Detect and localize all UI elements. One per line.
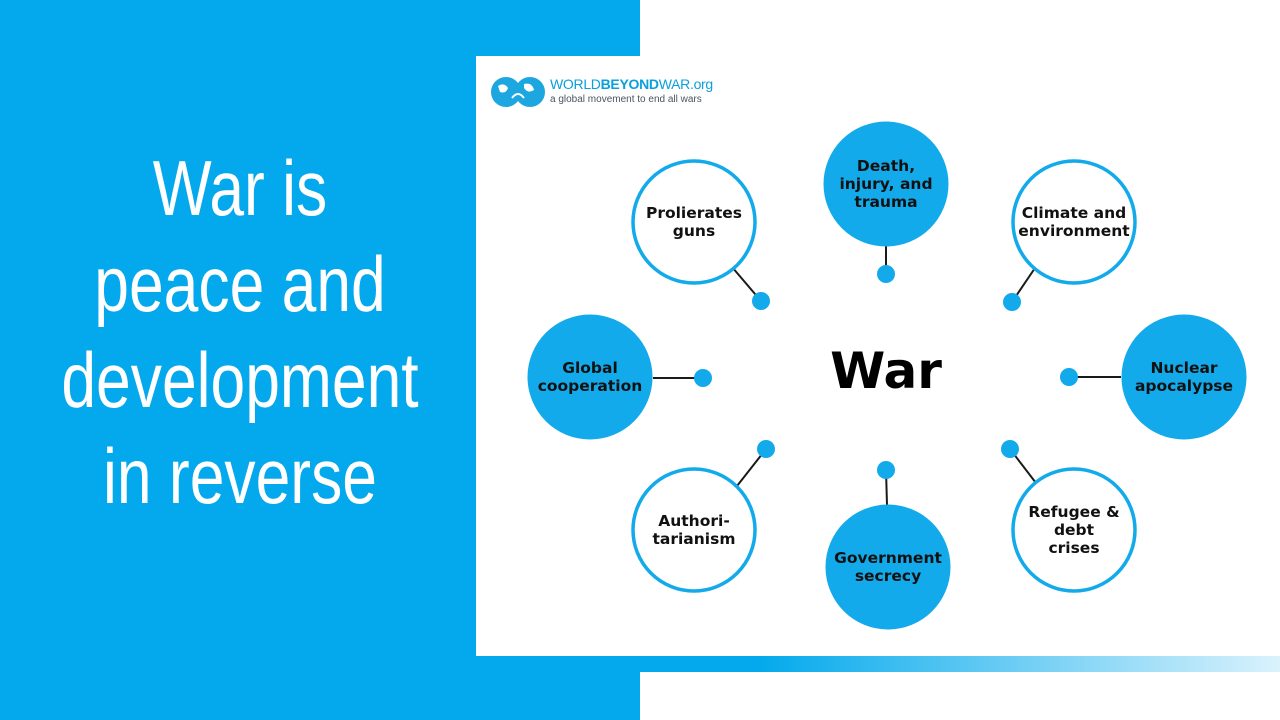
headline-line: development bbox=[61, 336, 419, 424]
node-label: tarianism bbox=[652, 530, 735, 548]
node-label: secrecy bbox=[855, 567, 921, 585]
node-circle bbox=[1011, 159, 1137, 285]
node-label: Prolierates bbox=[646, 204, 742, 222]
world-beyond-war-logo: WORLDBEYONDWAR.org a global movement to … bbox=[490, 70, 720, 114]
node-circle bbox=[527, 314, 653, 440]
node-label: Global bbox=[562, 359, 618, 377]
globe-hands-icon bbox=[491, 77, 545, 107]
node-label: crises bbox=[1048, 539, 1099, 557]
node-label: cooperation bbox=[538, 377, 643, 395]
node-label: Nuclear bbox=[1150, 359, 1217, 377]
node-label: Death, bbox=[857, 157, 915, 175]
node-circle bbox=[631, 159, 757, 285]
connector-dot bbox=[1003, 293, 1021, 311]
headline-line: peace and bbox=[94, 240, 386, 328]
connector-dot bbox=[877, 265, 895, 283]
slide-headline: War is peace and development in reverse bbox=[48, 140, 432, 524]
node-label: Climate and bbox=[1022, 204, 1127, 222]
node-circle bbox=[823, 121, 949, 247]
connector-dot bbox=[757, 440, 775, 458]
connector-dot bbox=[877, 461, 895, 479]
logo-wordmark: WORLDBEYONDWAR.org bbox=[550, 76, 713, 92]
node-label: apocalypse bbox=[1135, 377, 1233, 395]
node-label: Government bbox=[834, 549, 942, 567]
center-label-war: War bbox=[830, 342, 942, 400]
node-label: debt bbox=[1054, 521, 1095, 539]
connector-dot bbox=[1060, 368, 1078, 386]
node-label: Authori- bbox=[658, 512, 730, 530]
node-circle bbox=[1121, 314, 1247, 440]
node-label: injury, and bbox=[839, 175, 932, 193]
headline-line: in reverse bbox=[103, 432, 377, 520]
connector-dot bbox=[694, 369, 712, 387]
connector-dot bbox=[1001, 440, 1019, 458]
gradient-bar bbox=[476, 656, 1280, 672]
node-label: Refugee & bbox=[1028, 503, 1119, 521]
node-circle bbox=[1011, 467, 1137, 593]
logo-tagline: a global movement to end all wars bbox=[550, 94, 702, 105]
connector-dot bbox=[752, 292, 770, 310]
node-label: environment bbox=[1018, 222, 1130, 240]
headline-line: War is bbox=[152, 144, 328, 232]
node-circle bbox=[825, 504, 951, 630]
node-label: trauma bbox=[854, 193, 917, 211]
node-label: guns bbox=[673, 222, 715, 240]
node-circle bbox=[631, 467, 757, 593]
node-authoritarianism: Authori-tarianism bbox=[631, 440, 775, 593]
